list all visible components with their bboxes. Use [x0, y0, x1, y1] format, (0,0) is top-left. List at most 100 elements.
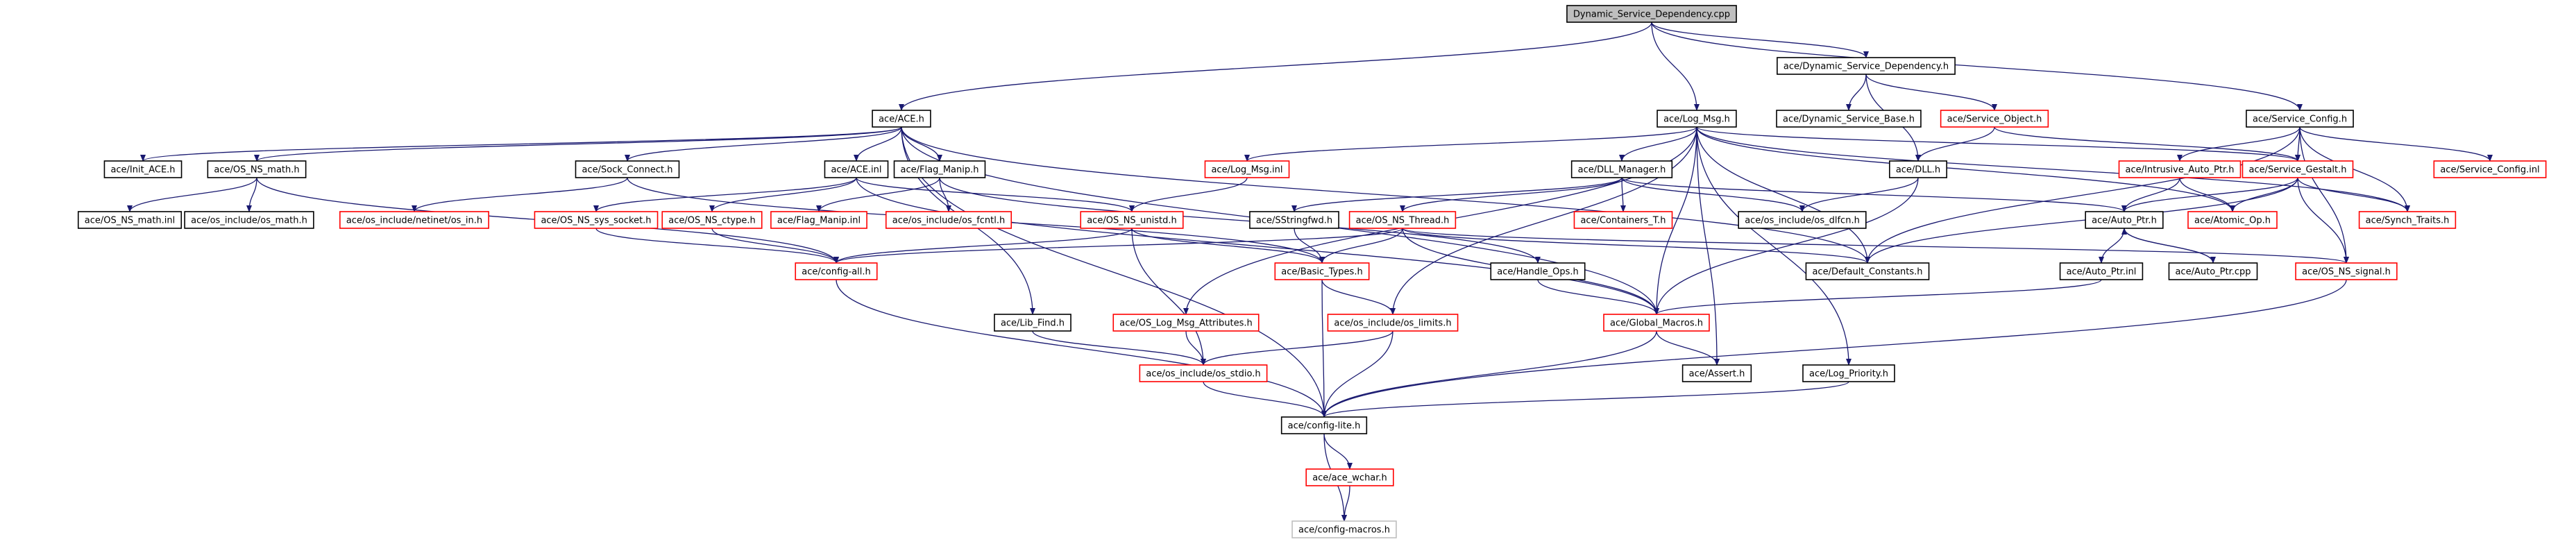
- edge-svcgestalt_h-to-signal_h: [2297, 177, 2349, 264]
- node-assert-h[interactable]: ace/Assert.h: [1681, 364, 1752, 382]
- node-autoptr-h[interactable]: ace/Auto_Ptr.h: [2085, 211, 2164, 229]
- node-config-macros[interactable]: ace/config-macros.h: [1291, 520, 1397, 538]
- edge-svcgestalt_h-to-synch_traits: [2297, 177, 2410, 212]
- node-dllmgr-h[interactable]: ace/DLL_Manager.h: [1570, 160, 1673, 178]
- node-label: Dynamic_Service_Dependency.cpp: [1573, 10, 1730, 20]
- node-box: [1305, 468, 1394, 486]
- node-config-lite[interactable]: ace/config-lite.h: [1280, 416, 1368, 434]
- node-label: ace/Atomic_Op.h: [2194, 216, 2271, 226]
- node-sstringfwd[interactable]: ace/SStringfwd.h: [1249, 211, 1339, 229]
- edge-os_limits-to-os_stdio: [1201, 330, 1393, 366]
- node-svcconf-inl[interactable]: ace/Service_Config.inl: [2433, 160, 2547, 178]
- edge-dsd_h-to-svcobj_h: [1865, 74, 1997, 111]
- edge-global_macros-to-assert_h: [1656, 330, 1720, 366]
- node-autoptr-cpp[interactable]: ace/Auto_Ptr.cpp: [2168, 262, 2258, 280]
- node-ace-wchar[interactable]: ace/ace_wchar.h: [1305, 468, 1394, 486]
- node-os-fcntl[interactable]: ace/os_include/os_fcntl.h: [885, 211, 1012, 229]
- node-box: [534, 211, 659, 229]
- node-box: [770, 211, 867, 229]
- node-box: [207, 160, 307, 178]
- edge-root-to-logmsg_h: [1651, 22, 1700, 111]
- node-box: [893, 160, 986, 178]
- node-label: ace/Init_ACE.h: [110, 165, 175, 176]
- edge-dllmgr_h-to-os_dlfcn: [1621, 177, 1805, 212]
- node-global-macros[interactable]: ace/Global_Macros.h: [1603, 314, 1710, 332]
- node-svcconf-h[interactable]: ace/Service_Config.h: [2246, 110, 2354, 128]
- node-box: [2295, 262, 2398, 280]
- node-label: ace/Global_Macros.h: [1610, 318, 1703, 329]
- node-svcobj-h[interactable]: ace/Service_Object.h: [1940, 110, 2049, 128]
- edge-logmsgattr-to-os_stdio: [1185, 330, 1206, 366]
- node-dsd-h[interactable]: ace/Dynamic_Service_Dependency.h: [1777, 57, 1956, 75]
- node-ctype-h[interactable]: ace/OS_NS_ctype.h: [661, 211, 763, 229]
- node-label: ace/Log_Msg.inl: [1211, 165, 1282, 176]
- node-lib-find[interactable]: ace/Lib_Find.h: [994, 314, 1071, 332]
- node-autoptr-inl[interactable]: ace/Auto_Ptr.inl: [2059, 262, 2144, 280]
- edge-autoptr_inl-to-global_macros: [1654, 279, 2102, 315]
- edge-svcgestalt_h-to-autoptr_h: [2121, 177, 2298, 212]
- node-box: [2085, 211, 2164, 229]
- edge-os_limits-to-config_lite: [1321, 330, 1393, 418]
- edge-flagmanip_h-to-handle_ops: [939, 177, 1541, 264]
- node-root[interactable]: Dynamic_Service_Dependency.cpp: [1566, 5, 1737, 23]
- node-label: ace/Handle_Ops.h: [1497, 267, 1578, 278]
- node-containers-t[interactable]: ace/Containers_T.h: [1573, 211, 1673, 229]
- node-log-priority[interactable]: ace/Log_Priority.h: [1802, 364, 1895, 382]
- node-sys-socket[interactable]: ace/OS_NS_sys_socket.h: [534, 211, 659, 229]
- node-label: ace/Sock_Connect.h: [582, 165, 673, 176]
- node-label: ace/Intrusive_Auto_Ptr.h: [2126, 165, 2235, 176]
- node-unistd-h[interactable]: ace/OS_NS_unistd.h: [1080, 211, 1184, 229]
- node-logmsg-h[interactable]: ace/Log_Msg.h: [1656, 110, 1737, 128]
- edge-intrusive_h-to-autoptr_h: [2121, 177, 2180, 212]
- node-os-dlfcn[interactable]: ace/os_include/os_dlfcn.h: [1738, 211, 1867, 229]
- node-box: [2168, 262, 2258, 280]
- node-flagmanip-inl[interactable]: ace/Flag_Manip.inl: [770, 211, 867, 229]
- node-os-limits[interactable]: ace/os_include/os_limits.h: [1327, 314, 1459, 332]
- node-basic-types[interactable]: ace/Basic_Types.h: [1274, 262, 1370, 280]
- node-ace-inl[interactable]: ace/ACE.inl: [824, 160, 889, 178]
- node-label: ace/OS_NS_Thread.h: [1356, 216, 1450, 226]
- edge-svcobj_h-to-dll_h: [1915, 126, 1995, 162]
- edge-ctype_h-to-config_all: [711, 228, 839, 264]
- node-box: [1776, 110, 1922, 128]
- node-config-all[interactable]: ace/config-all.h: [795, 262, 878, 280]
- node-netinet-in[interactable]: ace/os_include/netinet/os_in.h: [339, 211, 489, 229]
- node-label: ace/Auto_Ptr.cpp: [2175, 267, 2251, 278]
- node-dll-h[interactable]: ace/DLL.h: [1889, 160, 1947, 178]
- node-sockconn-h[interactable]: ace/Sock_Connect.h: [575, 160, 680, 178]
- edge-signal_h-to-config_lite: [1321, 279, 2347, 418]
- edge-basic_types-to-config_lite: [1321, 279, 1327, 418]
- node-logmsg-inl[interactable]: ace/Log_Msg.inl: [1204, 160, 1290, 178]
- node-dsb-h[interactable]: ace/Dynamic_Service_Base.h: [1776, 110, 1922, 128]
- edge-dll_h-to-global_macros: [1654, 177, 1919, 315]
- node-signal-h[interactable]: ace/OS_NS_signal.h: [2295, 262, 2398, 280]
- node-os-stdio[interactable]: ace/os_include/os_stdio.h: [1139, 364, 1268, 382]
- node-intrusive-h[interactable]: ace/Intrusive_Auto_Ptr.h: [2118, 160, 2242, 178]
- node-init-ace-h[interactable]: ace/Init_ACE.h: [103, 160, 183, 178]
- node-box: [872, 110, 931, 128]
- node-ace-h[interactable]: ace/ACE.h: [872, 110, 931, 128]
- node-label: ace/Auto_Ptr.inl: [2067, 267, 2137, 278]
- edge-logmsg_h-to-default_const: [1696, 126, 1870, 264]
- dependency-nodes: Dynamic_Service_Dependency.cpp ace/ACE.h a…: [77, 5, 2547, 538]
- node-logmsgattr[interactable]: ace/OS_Log_Msg_Attributes.h: [1112, 314, 1260, 332]
- node-flagmanip-h[interactable]: ace/Flag_Manip.h: [893, 160, 986, 178]
- node-osinc-math[interactable]: ace/os_include/os_math.h: [184, 211, 314, 229]
- node-osnsmath-h[interactable]: ace/OS_NS_math.h: [207, 160, 307, 178]
- node-atomic-op[interactable]: ace/Atomic_Op.h: [2187, 211, 2278, 229]
- node-box: [2358, 211, 2457, 229]
- node-default-const[interactable]: ace/Default_Constants.h: [1805, 262, 1930, 280]
- node-label: ace/Service_Config.h: [2253, 114, 2347, 125]
- node-osnsmath-inl[interactable]: ace/OS_NS_math.inl: [77, 211, 183, 229]
- node-box: [1570, 160, 1673, 178]
- node-box: [1738, 211, 1867, 229]
- node-box: [1139, 364, 1268, 382]
- node-handle-ops[interactable]: ace/Handle_Ops.h: [1490, 262, 1586, 280]
- node-box: [1280, 416, 1368, 434]
- node-thread-h[interactable]: ace/OS_NS_Thread.h: [1348, 211, 1457, 229]
- node-svcgestalt-h[interactable]: ace/Service_Gestalt.h: [2242, 160, 2354, 178]
- edge-global_macros-to-config_lite: [1321, 330, 1657, 418]
- node-label: ace/Log_Msg.h: [1663, 114, 1730, 125]
- node-synch-traits[interactable]: ace/Synch_Traits.h: [2358, 211, 2457, 229]
- node-label: ace/OS_Log_Msg_Attributes.h: [1119, 318, 1252, 329]
